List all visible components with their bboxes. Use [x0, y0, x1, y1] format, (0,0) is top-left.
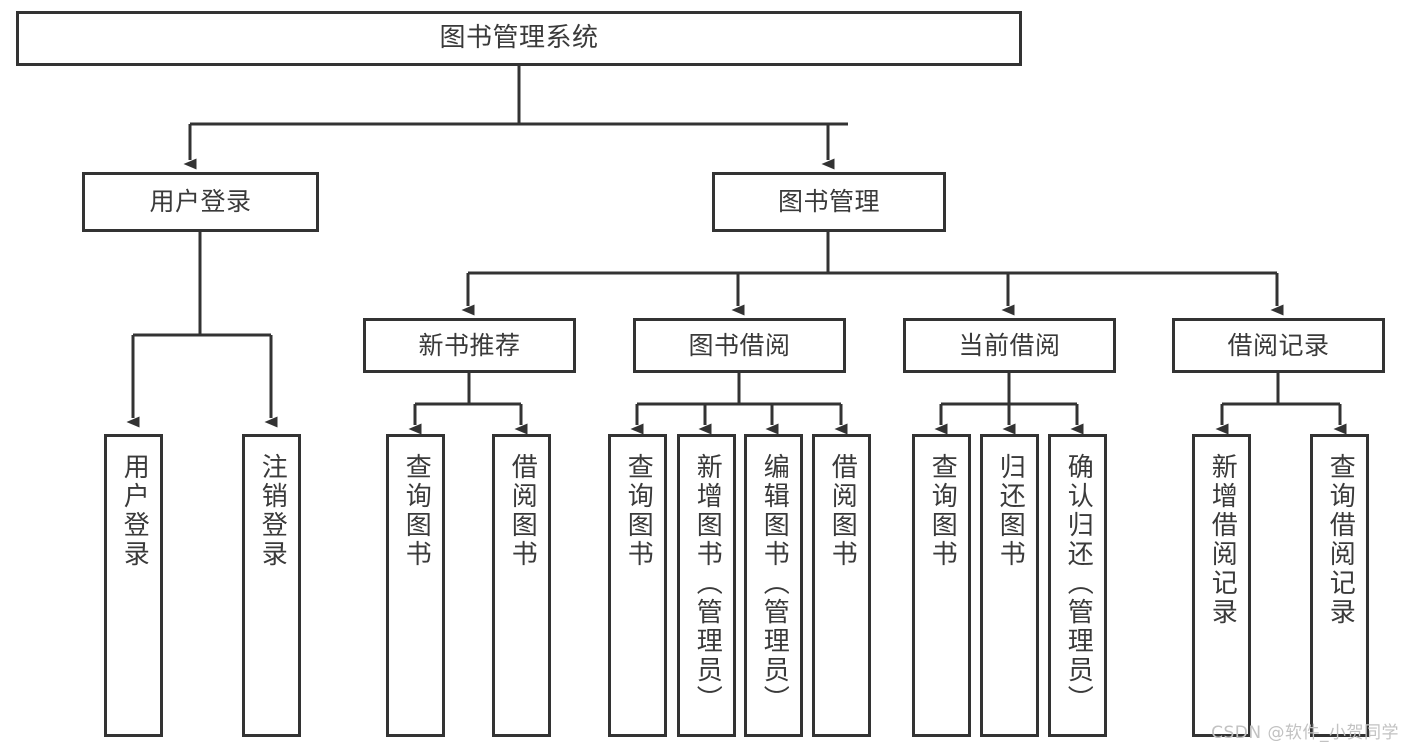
node-label: 借阅图书	[827, 453, 858, 569]
node-label: 确认归还（管理员）	[1063, 453, 1094, 714]
node-label: 用户登录	[149, 187, 252, 217]
node-current-borrow[interactable]: 当前借阅	[903, 318, 1116, 373]
node-label: 新增图书（管理员）	[692, 453, 723, 714]
node-label: 新书推荐	[418, 330, 521, 360]
leaf-confirm-return-admin[interactable]: 确认归还（管理员）	[1048, 434, 1107, 737]
node-label: 图书管理	[777, 187, 880, 217]
leaf-query-book-borrow[interactable]: 查询图书	[608, 434, 667, 737]
leaf-edit-book-admin[interactable]: 编辑图书（管理员）	[744, 434, 803, 737]
node-label: 图书管理系统	[439, 23, 599, 54]
leaf-borrow-book-new-recommend[interactable]: 借阅图书	[492, 434, 551, 737]
leaf-logout-login[interactable]: 注销登录	[242, 434, 301, 737]
node-label: 用户登录	[119, 453, 150, 569]
node-label: 注销登录	[257, 453, 288, 569]
node-label: 编辑图书（管理员）	[759, 453, 790, 714]
node-label: 查询图书	[623, 453, 654, 569]
node-book-management[interactable]: 图书管理	[712, 172, 946, 232]
leaf-query-book-new-recommend[interactable]: 查询图书	[386, 434, 445, 737]
node-label: 借阅记录	[1227, 330, 1330, 360]
node-label: 图书借阅	[688, 330, 791, 360]
node-label: 归还图书	[995, 453, 1026, 569]
leaf-query-book-current[interactable]: 查询图书	[912, 434, 971, 737]
node-label: 新增借阅记录	[1207, 453, 1238, 627]
node-label: 查询借阅记录	[1325, 453, 1356, 627]
leaf-return-book[interactable]: 归还图书	[980, 434, 1039, 737]
node-label: 当前借阅	[958, 330, 1061, 360]
node-label: 查询图书	[927, 453, 958, 569]
leaf-borrow-book-borrow[interactable]: 借阅图书	[812, 434, 871, 737]
leaf-user-login[interactable]: 用户登录	[104, 434, 163, 737]
node-label: 查询图书	[401, 453, 432, 569]
node-new-book-recommend[interactable]: 新书推荐	[363, 318, 576, 373]
leaf-query-borrow-record[interactable]: 查询借阅记录	[1310, 434, 1369, 737]
node-root-book-management-system[interactable]: 图书管理系统	[16, 11, 1022, 66]
leaf-add-borrow-record[interactable]: 新增借阅记录	[1192, 434, 1251, 737]
leaf-add-book-admin[interactable]: 新增图书（管理员）	[677, 434, 736, 737]
node-label: 借阅图书	[507, 453, 538, 569]
csdn-watermark: CSDN @软件_小贺同学	[1211, 723, 1399, 743]
node-user-login[interactable]: 用户登录	[82, 172, 319, 232]
node-book-borrow[interactable]: 图书借阅	[633, 318, 846, 373]
node-borrow-record[interactable]: 借阅记录	[1172, 318, 1385, 373]
